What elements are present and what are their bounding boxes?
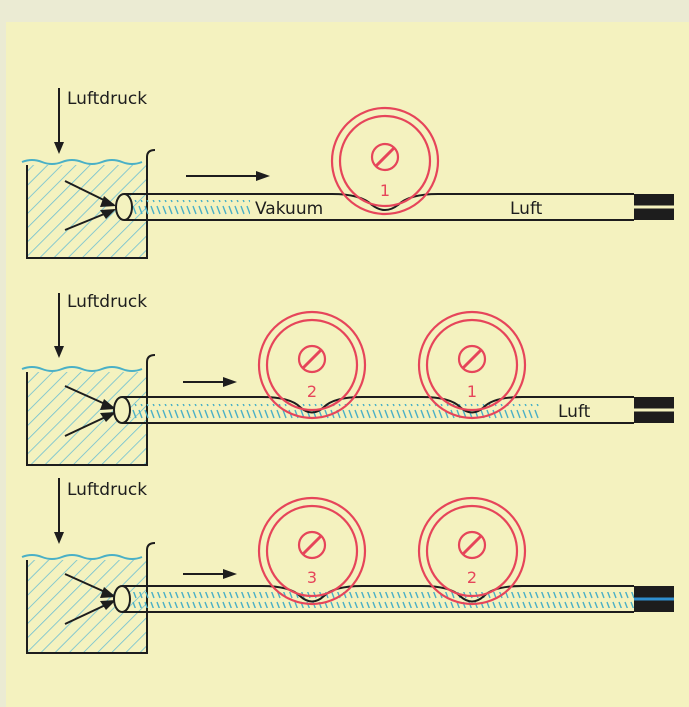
roller-number: 2	[307, 382, 317, 401]
reservoir-wall	[26, 542, 156, 654]
suction-arrowhead-upper	[100, 196, 116, 207]
roller-1: 1	[330, 106, 440, 216]
air-pressure-arrowhead	[54, 532, 64, 544]
suction-arrowhead-upper	[100, 587, 116, 598]
reservoir-wall	[26, 354, 156, 466]
roller-number: 3	[307, 568, 317, 587]
screw-icon	[457, 530, 487, 560]
panel-3: Luftdruck 3 2	[21, 478, 674, 654]
suction-arrowhead-lower	[100, 412, 116, 422]
tube-inlet	[113, 585, 131, 613]
tube-top-wall	[124, 193, 634, 211]
tube-fluid	[130, 200, 250, 217]
water-surface	[21, 366, 143, 372]
roller-number: 1	[467, 382, 477, 401]
tube-fluid	[130, 592, 634, 608]
tube-inlet	[113, 396, 131, 424]
roller-2: 2	[257, 310, 367, 420]
tube-top-wall	[122, 396, 634, 414]
roller-1: 1	[417, 310, 527, 420]
flow-arrowhead	[223, 377, 237, 387]
screw-icon	[297, 530, 327, 560]
screw-icon	[370, 142, 400, 172]
water-surface	[21, 159, 143, 165]
suction-arrowhead-lower	[100, 600, 116, 610]
air-pressure-arrowhead	[54, 142, 64, 154]
tube-inlet	[115, 193, 133, 221]
reservoir-wall	[26, 149, 156, 259]
vacuum-label: Vakuum	[255, 199, 323, 219]
screw-icon	[457, 344, 487, 374]
suction-arrowhead-upper	[100, 399, 116, 410]
air-pressure-label: Luftdruck	[67, 480, 147, 500]
water-surface	[21, 554, 143, 560]
screw-icon	[297, 344, 327, 374]
air-pressure-arrowhead	[54, 346, 64, 358]
panel-2: Luftdruck Luft 2 1	[21, 292, 674, 466]
roller-2: 2	[417, 496, 527, 606]
roller-3: 3	[257, 496, 367, 606]
air-pressure-label: Luftdruck	[67, 89, 147, 109]
suction-arrowhead-lower	[100, 209, 116, 219]
flow-arrowhead	[256, 171, 270, 181]
air-label: Luft	[510, 199, 543, 219]
tube-top-wall	[122, 585, 634, 603]
flow-arrowhead	[223, 569, 237, 579]
air-label: Luft	[558, 402, 591, 422]
air-pressure-label: Luftdruck	[67, 292, 147, 312]
roller-number: 2	[467, 568, 477, 587]
roller-number: 1	[380, 181, 390, 200]
panel-1: Luftdruck Vakuum Luft 1	[21, 88, 674, 259]
